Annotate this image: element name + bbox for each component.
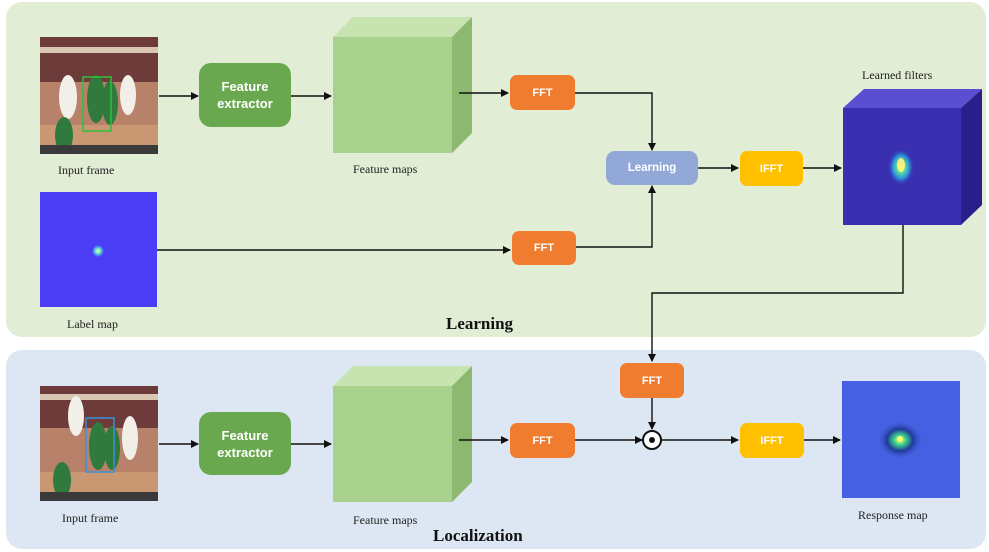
localization-arrows [159,398,841,448]
feature-extractor-box-learning: Feature extractor [199,63,291,127]
feature-maps-cube-localization [333,366,472,502]
feature-maps-caption-localization: Feature maps [353,513,418,527]
ifft-box-learning: IFFT [740,151,803,186]
fft-box-features-learning: FFT [510,75,575,110]
learning-arrows [157,89,904,362]
circled-dot-icon [642,430,662,450]
fft-box-features-localization: FFT [510,423,575,458]
feature-extractor-box-localization: Feature extractor [199,412,291,475]
label-map-caption: Label map [67,317,118,331]
learning-box: Learning [606,151,698,185]
response-map-caption: Response map [858,508,928,522]
learning-panel [6,2,986,337]
input-frame-image-learning [40,37,158,154]
response-map-image [842,381,960,498]
learned-filters-cube [843,89,982,225]
fft-box-label-learning: FFT [512,231,576,265]
ifft-box-localization: IFFT [740,423,804,458]
localization-panel [6,350,986,549]
learning-section-title: Learning [446,314,514,333]
learned-filters-caption: Learned filters [862,68,933,82]
label-map-image [40,192,157,307]
localization-section-title: Localization [433,526,523,545]
fft-box-filter-localization: FFT [620,363,684,398]
feature-maps-caption-learning: Feature maps [353,162,418,176]
feature-maps-cube-learning [333,17,472,153]
input-frame-caption-learning: Input frame [58,163,115,177]
input-frame-caption-localization: Input frame [62,511,119,525]
input-frame-image-localization [40,386,158,501]
